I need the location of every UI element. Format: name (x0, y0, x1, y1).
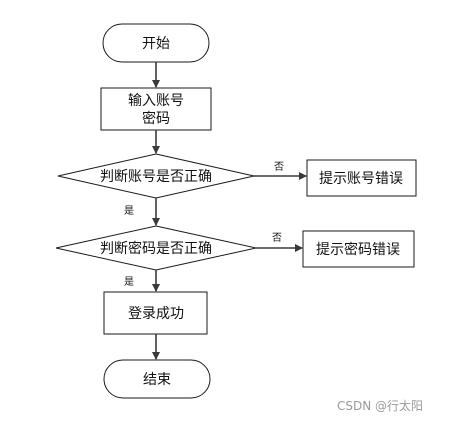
login-success-node: 登录成功 (103, 291, 208, 335)
password-error-label: 提示密码错误 (316, 241, 400, 258)
input-account-password-node: 输入账号 密码 (100, 87, 212, 131)
yes-label-password: 是 (124, 276, 134, 288)
input-node-label-line1: 输入账号 (128, 93, 184, 109)
start-node-label: 开始 (142, 36, 170, 52)
start-node: 开始 (102, 23, 210, 63)
login-success-label: 登录成功 (128, 306, 184, 322)
no-label-account: 否 (274, 161, 284, 173)
end-node-label: 结束 (143, 372, 171, 388)
no-label-password: 否 (272, 232, 282, 244)
password-error-node: 提示密码错误 (302, 230, 415, 268)
check-password-decision: 判断密码是否正确 (55, 225, 257, 271)
end-node: 结束 (103, 359, 211, 399)
input-node-label-line2: 密码 (142, 110, 170, 127)
check-password-label: 判断密码是否正确 (100, 240, 212, 257)
check-account-decision: 判断账号是否正确 (57, 153, 255, 199)
check-account-label: 判断账号是否正确 (100, 169, 212, 185)
csdn-watermark: CSDN @行太阳 (337, 398, 423, 413)
yes-label-account: 是 (124, 205, 134, 217)
account-error-label: 提示账号错误 (319, 171, 403, 187)
account-error-node: 提示账号错误 (306, 159, 417, 197)
